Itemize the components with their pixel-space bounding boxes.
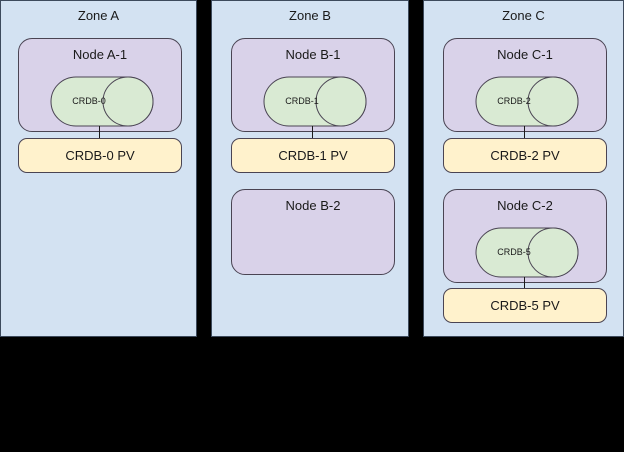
pod-cylinder-crdb-1: CRDB-1: [263, 76, 367, 127]
pv-label-crdb-1-pv: CRDB-1 PV: [278, 147, 348, 163]
pv-label-crdb-5-pv: CRDB-5 PV: [490, 297, 560, 313]
node-container-b-2: Node B-2: [231, 189, 395, 275]
cylinder-shape-icon: [475, 227, 579, 278]
zone-title-c: Zone C: [502, 8, 545, 23]
connector-a-1: [99, 126, 100, 140]
pod-cylinder-crdb-5: CRDB-5: [475, 227, 579, 278]
connector-c-2: [524, 277, 525, 290]
pod-cylinder-crdb-2: CRDB-2: [475, 76, 579, 127]
node-container-c-2: Node C-2 CRDB-5: [443, 189, 607, 283]
cylinder-shape-icon: [50, 76, 154, 127]
node-title-c-2: Node C-2: [497, 198, 553, 213]
pv-box-crdb-0-pv: CRDB-0 PV: [18, 138, 182, 173]
zone-container-c: Zone C Node C-1 CRDB-2 CRDB-2 PV Node C-…: [423, 0, 624, 337]
zone-title-a: Zone A: [77, 8, 120, 23]
connector-c-1: [524, 126, 525, 140]
pod-cylinder-crdb-0: CRDB-0: [50, 76, 154, 127]
node-title-b-1: Node B-1: [285, 47, 341, 62]
node-title-c-1: Node C-1: [497, 47, 553, 62]
pv-label-crdb-0-pv: CRDB-0 PV: [65, 147, 135, 163]
cylinder-shape-icon: [475, 76, 579, 127]
pv-label-crdb-2-pv: CRDB-2 PV: [490, 147, 560, 163]
zone-title-b: Zone B: [289, 8, 331, 23]
node-container-b-1: Node B-1 CRDB-1: [231, 38, 395, 132]
pv-box-crdb-1-pv: CRDB-1 PV: [231, 138, 395, 173]
node-title-a-1: Node A-1: [72, 47, 128, 62]
pv-box-crdb-2-pv: CRDB-2 PV: [443, 138, 607, 173]
connector-b-1: [312, 126, 313, 140]
pv-box-crdb-5-pv: CRDB-5 PV: [443, 288, 607, 323]
node-container-a-1: Node A-1 CRDB-0: [18, 38, 182, 132]
zone-container-a: Zone A Node A-1 CRDB-0 CRDB-0 PV: [0, 0, 197, 337]
node-title-b-2: Node B-2: [285, 198, 341, 213]
zone-container-b: Zone B Node B-1 CRDB-1 CRDB-1 PV Node B-…: [211, 0, 409, 337]
cylinder-shape-icon: [263, 76, 367, 127]
node-container-c-1: Node C-1 CRDB-2: [443, 38, 607, 132]
